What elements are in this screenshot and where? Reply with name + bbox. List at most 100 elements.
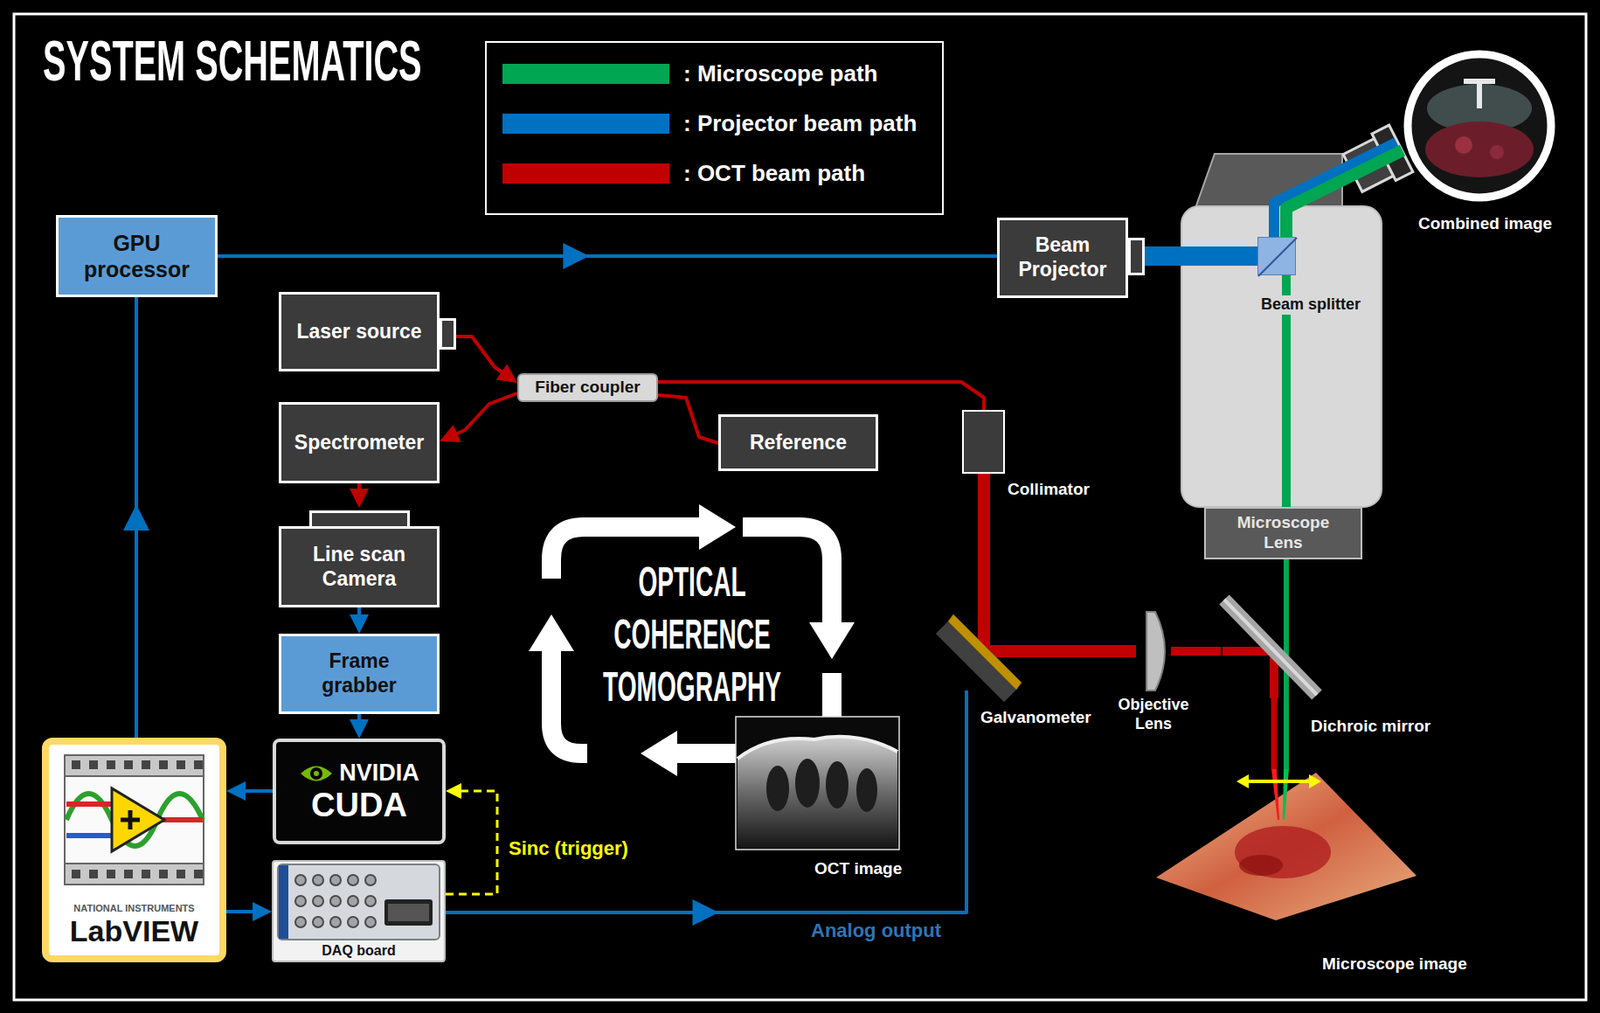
connector-tab <box>1128 237 1145 276</box>
dichroic-mirror-graphic-part <box>1224 599 1317 695</box>
oct-beam <box>983 611 1025 652</box>
cycle-arrows-part <box>742 526 832 623</box>
connector-tab <box>309 510 410 529</box>
connector-line <box>445 790 498 894</box>
labview-panel-graphic-part <box>89 869 98 879</box>
connector <box>349 713 369 739</box>
node-label: Dichroic mirror <box>1310 716 1431 737</box>
oct-image: OCT image <box>735 716 900 850</box>
camera-box: Line scan Camera <box>278 526 440 608</box>
microscope-image-graphic-part <box>1282 768 1289 820</box>
microscope-image-graphic-part <box>1309 774 1322 789</box>
labview-panel-graphic-part <box>193 869 203 879</box>
node-label: Fiber coupler <box>534 377 640 398</box>
dichroic-mirror-graphic-part <box>1224 599 1317 695</box>
dichroic-mirror-graphic <box>1220 595 1321 699</box>
connector <box>439 393 518 443</box>
connector-line <box>451 393 518 437</box>
collimator-box: Collimator <box>962 409 1005 474</box>
labview-panel-graphic-part <box>106 760 116 769</box>
node-label: Galvanometer <box>980 707 1092 728</box>
connector <box>1128 256 1258 257</box>
cycle-arrowheads-part <box>528 614 575 652</box>
node-label: Spectrometer <box>294 430 424 456</box>
objective-lens-graphic <box>1135 611 1171 691</box>
objective-lens-graphic-part <box>1146 611 1165 691</box>
beam-splitter: Beam splitter <box>1257 236 1296 276</box>
oct-image-graphic-part <box>737 736 898 848</box>
cycle-arrowheads-part <box>699 504 736 550</box>
daq-board-graphic-part <box>365 895 376 907</box>
connector <box>226 901 272 922</box>
process-box: Frame grabber <box>278 633 440 714</box>
cuda-box: NVIDIACUDA <box>272 738 446 845</box>
connector <box>445 782 498 894</box>
arrow-head <box>445 782 462 799</box>
galvanometer-mirror: Galvanometer <box>945 611 1025 691</box>
daq-board-graphic-part <box>330 895 341 907</box>
cycle-arrowheads-part <box>640 730 678 776</box>
arrow-head <box>562 242 589 270</box>
oct-beam <box>1222 651 1275 699</box>
connector-tab <box>439 318 457 350</box>
node-label: NVIDIA <box>339 758 420 787</box>
arrow-head <box>252 901 272 922</box>
arrow-head <box>349 614 369 634</box>
cycle-title: OPTICAL COHERENCE TOMOGRAPHY <box>597 555 787 714</box>
arrow-head <box>692 899 720 926</box>
connector <box>983 473 985 612</box>
connector <box>349 483 369 508</box>
beam-splitter-graphic <box>1258 237 1297 277</box>
legend-text: : Projector beam path <box>683 110 917 138</box>
lens-box: Microscope Lens <box>1204 506 1363 560</box>
daq-board-graphic-part <box>277 864 440 940</box>
combined-image: Combined image <box>1402 48 1557 203</box>
node-label: Collimator <box>1007 479 1090 500</box>
connector <box>1024 651 1136 652</box>
connector <box>349 607 369 634</box>
labview-panel: NATIONAL INSTRUMENTSLabVIEW <box>41 737 227 963</box>
node-label: Beam splitter <box>1258 295 1364 315</box>
node-label: Beam Projector <box>1006 233 1119 282</box>
cycle-arrows-part <box>551 651 588 754</box>
connector-line <box>1286 150 1403 237</box>
microscope-image-graphic <box>1156 768 1417 922</box>
labview-panel-graphic-part <box>124 869 133 879</box>
legend-box: : Microscope path: Projector beam path: … <box>484 41 944 215</box>
arrow-head <box>349 488 369 508</box>
edge-label: Analog output <box>810 919 942 942</box>
node-label: Reference <box>749 430 847 456</box>
daq-board-graphic-part <box>347 874 359 886</box>
daq-board-graphic-part <box>330 874 341 886</box>
connector <box>445 690 967 926</box>
node-label: Frame grabber <box>293 649 425 698</box>
daq-board: DAQ board <box>271 859 446 963</box>
oct-image-graphic-part <box>737 736 898 759</box>
node-label: OCT image <box>814 858 902 880</box>
labview-panel-graphic-part <box>159 760 168 769</box>
oct-image-graphic-part <box>856 768 878 812</box>
labview-panel-graphic-part <box>64 754 204 885</box>
daq-board-graphic-part <box>365 874 376 886</box>
laser-box: Laser source <box>278 291 440 372</box>
connector <box>1170 651 1221 652</box>
daq-board-graphic-part <box>330 916 341 928</box>
node-label: Objective Lens <box>1109 695 1198 734</box>
labview-panel-graphic-part <box>111 788 165 852</box>
cycle-arrowheads-part <box>809 622 855 659</box>
legend-text: : OCT beam path <box>683 159 866 188</box>
oct-image-graphic-part <box>825 761 849 809</box>
connector-line <box>1024 644 1136 658</box>
daq-board-graphic-part <box>295 895 306 907</box>
frame-border <box>13 13 1587 1000</box>
galvanometer-mirror-graphic-part <box>948 614 1022 690</box>
galvanometer-mirror-graphic-part <box>935 621 1017 702</box>
labview-panel-graphic-part <box>66 832 112 839</box>
labview-panel-graphic-part <box>71 869 81 879</box>
nvidia-eye-logo-part <box>313 770 319 776</box>
node-label: Laser source <box>296 319 422 345</box>
legend-swatch <box>502 63 670 84</box>
nvidia-eye-logo-part <box>300 765 333 781</box>
daq-board-graphic-part <box>295 916 306 928</box>
